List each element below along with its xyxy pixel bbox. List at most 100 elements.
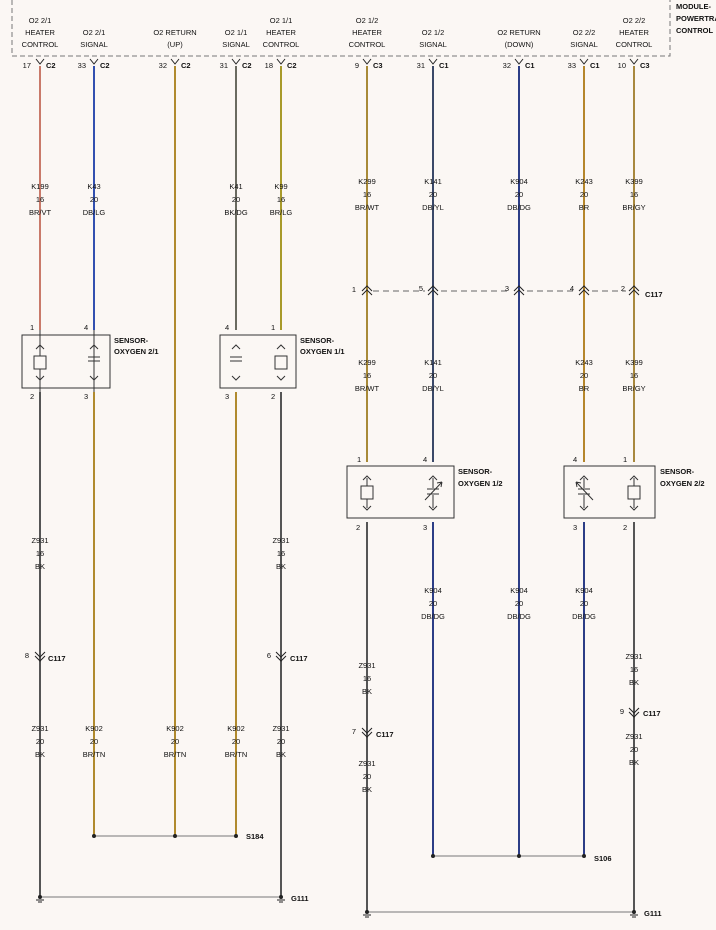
chevron-icon xyxy=(428,58,438,65)
c117-label: C117 xyxy=(376,730,394,739)
sensor-name-line1: SENSOR- xyxy=(660,467,695,476)
wire-label-color: BK xyxy=(362,687,372,696)
sensor-pin: 1 xyxy=(271,323,275,332)
wire-label-gauge: 20 xyxy=(429,599,437,608)
wire-label-circuit: K141 xyxy=(424,177,442,186)
sensor-pin: 3 xyxy=(84,392,88,401)
c117-pin: 1 xyxy=(352,285,356,294)
sensor-pin: 3 xyxy=(423,523,427,532)
splice-s106: S106 xyxy=(431,854,612,863)
pin-label-6a: O2 1/2 xyxy=(356,16,379,25)
pin-headers: O2 2/1 HEATER CONTROL O2 2/1 SIGNAL O2 R… xyxy=(22,16,653,70)
sensor-name-line1: SENSOR- xyxy=(114,336,149,345)
c117-chevron-icon xyxy=(513,285,525,296)
pin-label-2b: SIGNAL xyxy=(80,40,108,49)
wire-label-circuit: K41 xyxy=(229,182,242,191)
wires xyxy=(39,66,635,912)
chevron-icon xyxy=(276,58,286,65)
pin-number-6: 9 xyxy=(355,61,359,70)
wire-label-circuit: K902 xyxy=(85,724,103,733)
chevron-icon xyxy=(629,58,639,65)
wire-label-circuit: K399 xyxy=(625,358,643,367)
pin-label-6c: CONTROL xyxy=(349,40,386,49)
pin-number-5: 18 xyxy=(265,61,273,70)
sensor-oxygen-2-2: 4 1 3 2 SENSOR- OXYGEN 2/2 xyxy=(563,455,705,532)
sensor-name-line1: SENSOR- xyxy=(458,467,493,476)
ground-icon xyxy=(277,899,285,903)
pin-number-2: 33 xyxy=(78,61,86,70)
c117-pin: 3 xyxy=(505,284,509,293)
wire-label-circuit: K904 xyxy=(575,586,593,595)
pin-label-10c: CONTROL xyxy=(616,40,653,49)
pin-label-1c: CONTROL xyxy=(22,40,59,49)
wire-label-circuit: Z931 xyxy=(358,661,375,670)
pin-label-1a: O2 2/1 xyxy=(29,16,52,25)
sensor-pin: 4 xyxy=(573,455,577,464)
wire-label-color: BK xyxy=(362,785,372,794)
heater-element-icon xyxy=(360,485,374,500)
sensor-pin: 1 xyxy=(623,455,627,464)
sensor-name-line2: OXYGEN 2/2 xyxy=(660,479,705,488)
wire-label-color: BK xyxy=(629,678,639,687)
pin-label-5b: HEATER xyxy=(266,28,296,37)
variable-sensor-icon xyxy=(424,475,443,511)
wire-label-color: BK xyxy=(276,562,286,571)
sensor-name-line1: SENSOR- xyxy=(300,336,335,345)
pin-label-10a: O2 2/2 xyxy=(623,16,646,25)
c117-chevron-icon xyxy=(427,285,439,296)
ground-label: G111 xyxy=(644,909,662,918)
pin-label-5a: O2 1/1 xyxy=(270,16,293,25)
ground-label: G111 xyxy=(291,894,309,903)
wire-label-circuit: K902 xyxy=(166,724,184,733)
c117-pin: 2 xyxy=(621,284,625,293)
c117-chevron-icon xyxy=(628,285,640,296)
splice-dot-icon xyxy=(517,854,521,858)
wire-label-color: BK/DG xyxy=(224,208,248,217)
wire-label-circuit: Z931 xyxy=(31,724,48,733)
wire-label-color: BR/VT xyxy=(29,208,52,217)
wire-label-gauge: 20 xyxy=(515,190,523,199)
wire-label-circuit: K99 xyxy=(274,182,287,191)
chevron-icon xyxy=(170,58,180,65)
wire-label-gauge: 20 xyxy=(429,371,437,380)
wire-label-gauge: 16 xyxy=(36,195,44,204)
wire-label-color: BK xyxy=(35,562,45,571)
wire-label-circuit: Z931 xyxy=(272,536,289,545)
pin-connector-2: C2 xyxy=(100,61,110,70)
module-box: MODULE- POWERTRAIN CONTROL xyxy=(11,0,716,57)
wire-label-gauge: 16 xyxy=(36,549,44,558)
heater-element-icon xyxy=(627,485,641,500)
pin-label-2a: O2 2/1 xyxy=(83,28,106,37)
wire-label-color: DB/YL xyxy=(422,203,444,212)
wire-label-color: BK xyxy=(276,750,286,759)
ground-g111-right: G111 xyxy=(363,909,662,918)
wire-label-color: BR/GY xyxy=(622,203,645,212)
wire-label-gauge: 16 xyxy=(363,190,371,199)
sensor-pin: 2 xyxy=(271,392,275,401)
sensor-pin: 4 xyxy=(423,455,427,464)
c117-pin: 5 xyxy=(419,284,423,293)
wire-label-gauge: 20 xyxy=(580,599,588,608)
wire-label-circuit: K243 xyxy=(575,177,593,186)
wire-label-color: DB/YL xyxy=(422,384,444,393)
wire-label-color: BR/WT xyxy=(355,203,380,212)
chevron-icon xyxy=(362,58,372,65)
c117-pin: 8 xyxy=(25,651,29,660)
wire-label-circuit: Z931 xyxy=(358,759,375,768)
splice-dot-icon xyxy=(582,854,586,858)
c117-label: C117 xyxy=(645,290,663,299)
pin-chevrons xyxy=(35,58,639,65)
wire-label-circuit: K141 xyxy=(424,358,442,367)
splice-label: S184 xyxy=(246,832,264,841)
chevron-icon xyxy=(514,58,524,65)
splice-dot-icon xyxy=(173,834,177,838)
c117-label: C117 xyxy=(48,654,66,663)
pin-label-1b: HEATER xyxy=(25,28,55,37)
pin-number-9: 33 xyxy=(568,61,576,70)
ground-icon xyxy=(36,899,44,903)
pin-connector-6: C3 xyxy=(373,61,383,70)
splice-dot-icon xyxy=(234,834,238,838)
c117-chevron-icon xyxy=(578,285,590,296)
c117-pin: 6 xyxy=(267,651,271,660)
